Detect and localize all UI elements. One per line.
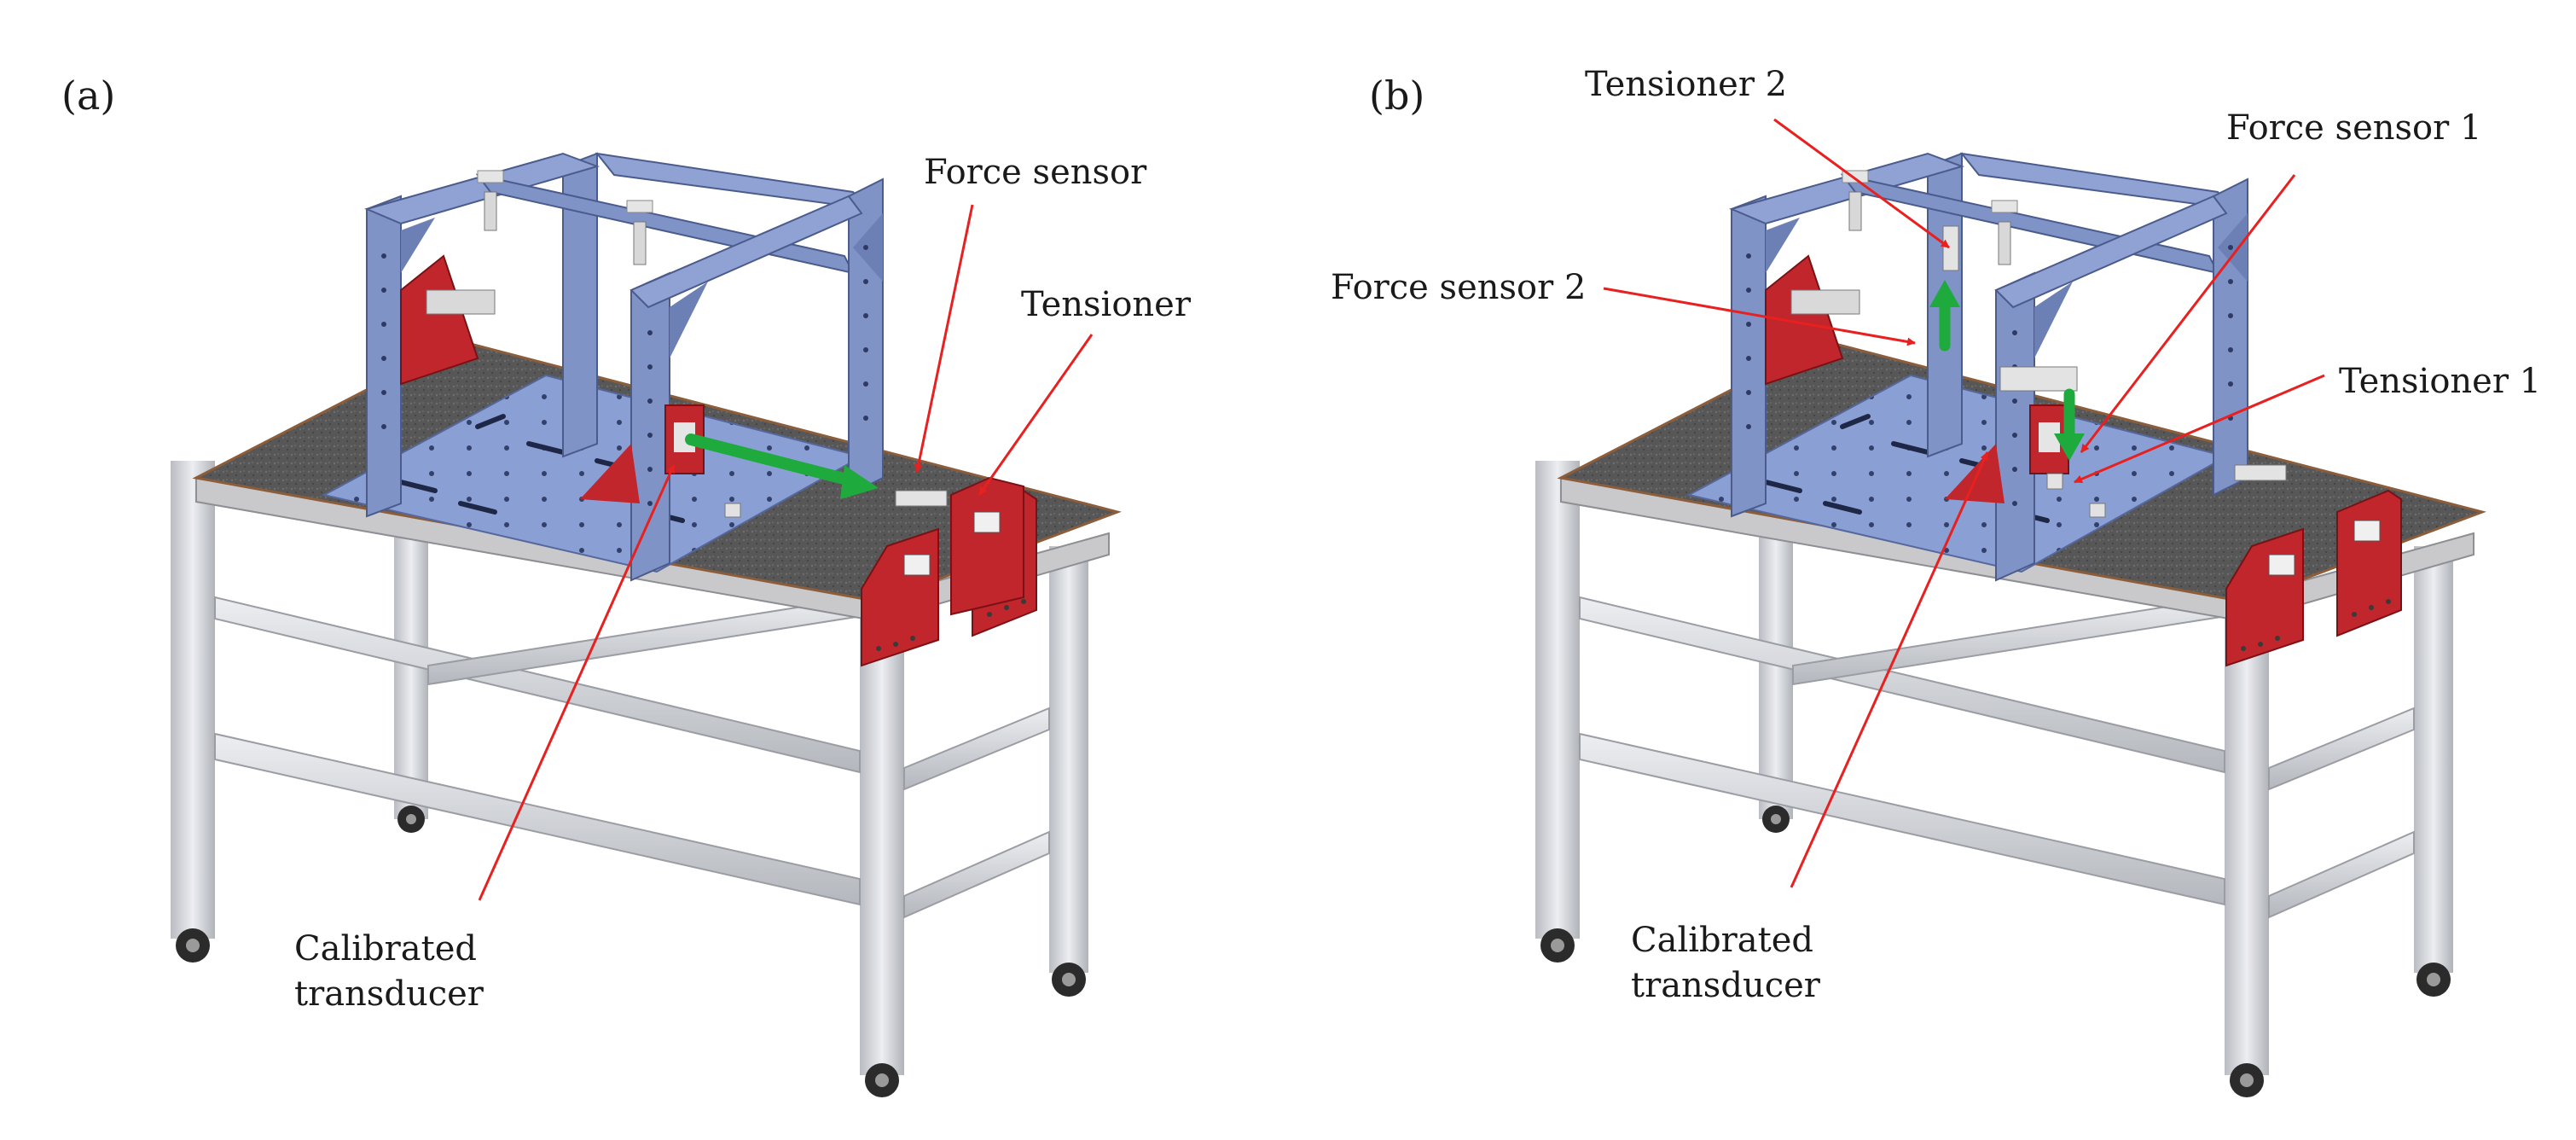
label-calibrated-line2: transducer [294,974,484,1014]
label-tensioner-2: Tensioner 2 [1585,65,1787,104]
force-sensor-part-a [895,490,948,507]
leader-force-sensor-1 [2080,174,2296,453]
tensioner-2-part [1999,366,2078,392]
panel-b: (b) Tensioner 2 Force sensor 1 Force sen… [1331,65,2541,1097]
leader-tensioner-1 [2074,374,2325,484]
panel-a: (a) Force sensor Tensioner Calibrated tr… [61,73,1192,1097]
force-direction-arrow-down-b [2054,388,2085,461]
force-direction-arrow-up-b [1929,280,1960,352]
leader-calibrated-transducer-a [478,464,676,901]
leader-tensioner [978,334,1094,496]
leader-force-sensor-2 [1603,287,1916,346]
leader-tensioner-2 [1773,118,1950,249]
label-force-sensor-2: Force sensor 2 [1331,268,1586,307]
tensioner-1-part [2046,473,2063,490]
label-calibrated-line1: Calibrated [294,929,477,968]
tensioner-bracket-a [950,476,1024,616]
label-tensioner-1: Tensioner 1 [2339,362,2541,401]
label-calibrated-line1-b: Calibrated [1631,921,1813,960]
panel-label-a: (a) [61,73,115,119]
label-force-sensor-1: Force sensor 1 [2226,108,2481,148]
force-direction-arrow-a [685,433,879,499]
force-sensor-2-part [1942,225,1959,271]
panel-label-b: (b) [1369,73,1424,119]
leader-force-sensor [914,204,974,473]
label-tensioner: Tensioner [1021,285,1192,324]
label-force-sensor: Force sensor [924,153,1147,192]
label-calibrated-line2-b: transducer [1631,966,1821,1005]
leader-calibrated-transducer-b [1790,451,1989,888]
spare-sensor-part [2234,464,2287,481]
